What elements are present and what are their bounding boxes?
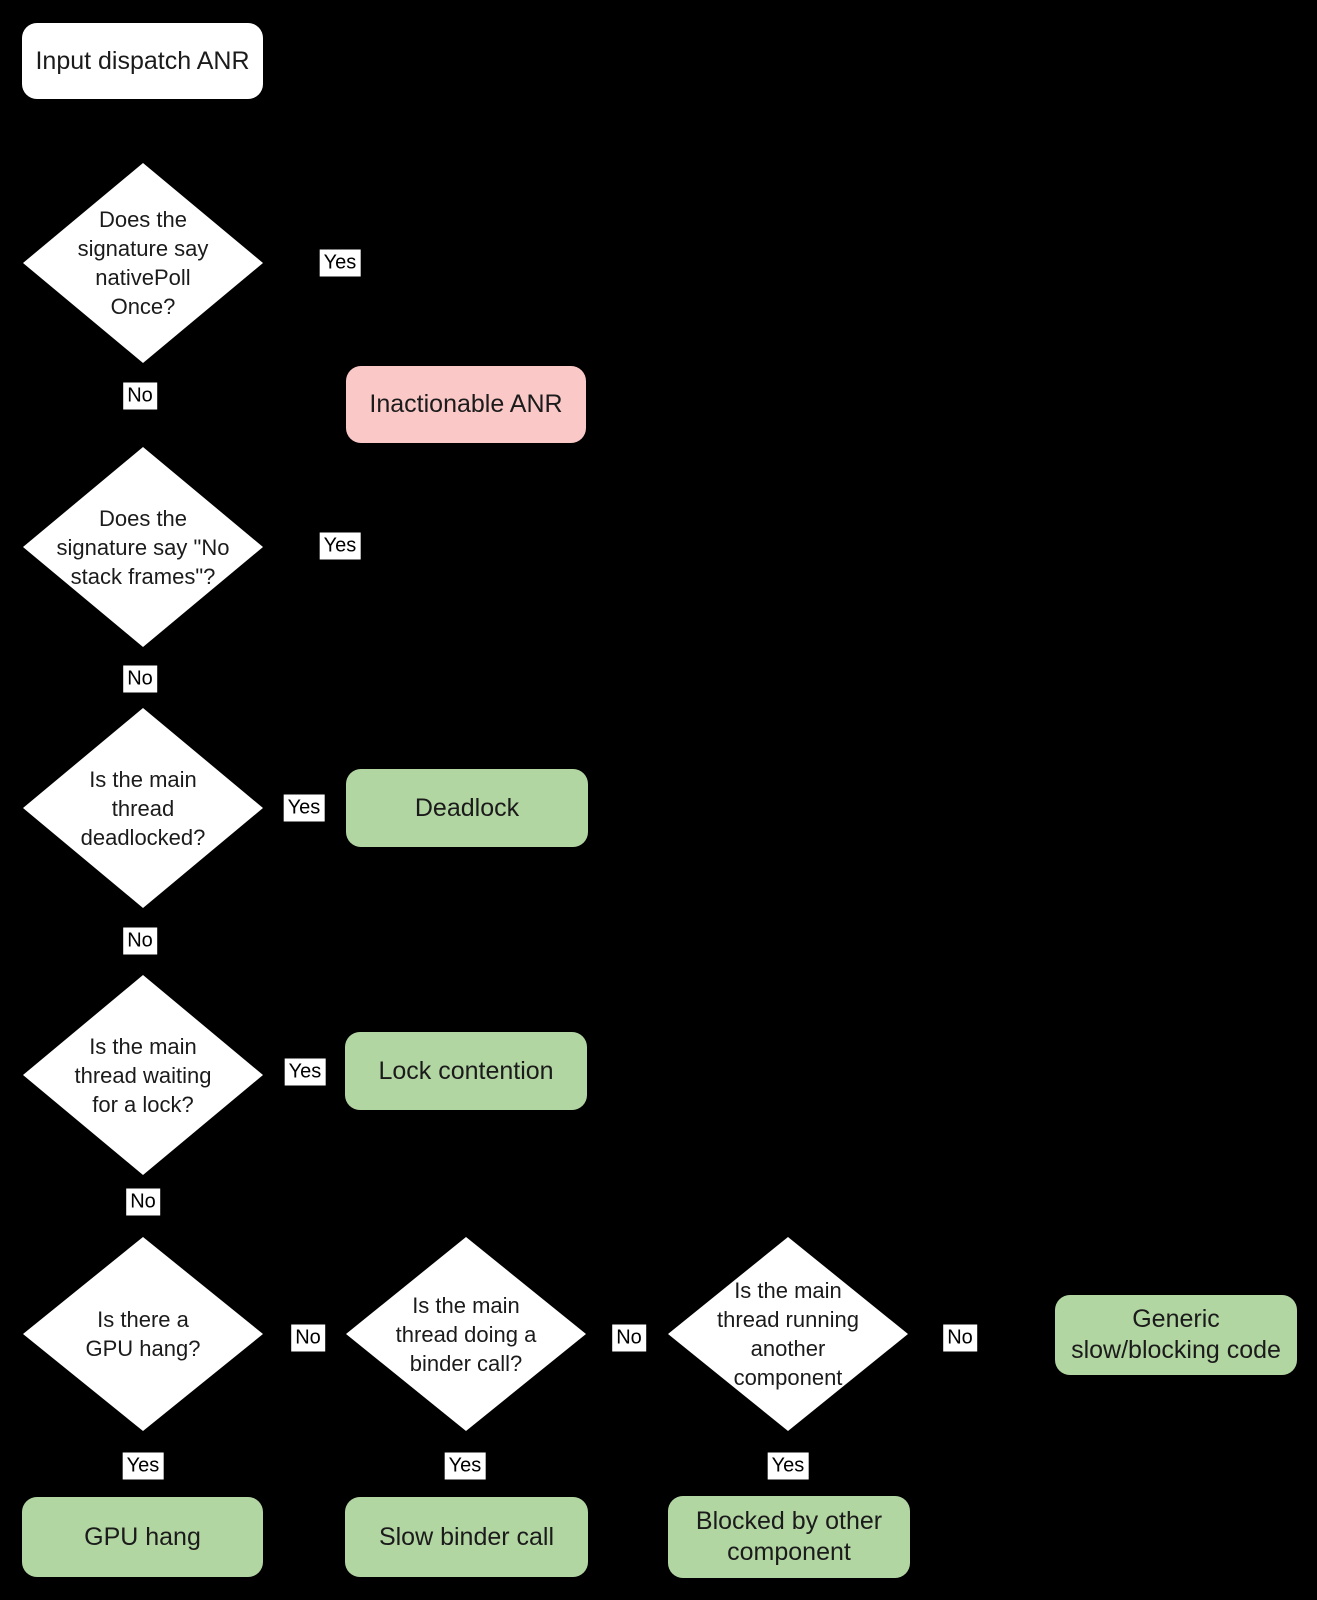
edge-label-d6-yes: Yes	[444, 1452, 486, 1480]
edge-label-d2-yes: Yes	[319, 532, 361, 560]
decision-signature-nativepollonce: Does the signature say nativePoll Once?	[23, 163, 263, 363]
outcome-label: Lock contention	[378, 1056, 554, 1085]
edge-label-d5-no: No	[291, 1324, 325, 1352]
edge-label-d7-yes: Yes	[767, 1452, 809, 1480]
outcome-lock-contention: Lock contention	[345, 1032, 587, 1110]
decision-gpu-hang: Is there a GPU hang?	[23, 1237, 263, 1431]
outcome-label: Slow binder call	[378, 1522, 555, 1551]
outcome-blocked-by-other-component: Blocked by other component	[668, 1496, 910, 1578]
edge-label-d1-no: No	[123, 382, 157, 410]
outcome-label: Inactionable ANR	[369, 390, 563, 418]
decision-label: Is the main thread doing a binder call?	[395, 1292, 537, 1376]
outcome-deadlock: Deadlock	[346, 769, 588, 847]
outcome-inactionable-anr: Inactionable ANR	[346, 366, 586, 443]
decision-main-thread-deadlocked: Is the main thread deadlocked?	[23, 708, 263, 908]
edge-label-d1-yes: Yes	[319, 249, 361, 277]
outcome-gpu-hang: GPU hang	[22, 1497, 263, 1577]
edge-label-d4-yes: Yes	[284, 1058, 326, 1086]
decision-label: Does the signature say "No stack frames"…	[56, 505, 230, 589]
start-node-input-dispatch-anr: Input dispatch ANR	[22, 23, 263, 99]
decision-binder-call: Is the main thread doing a binder call?	[346, 1237, 586, 1431]
decision-signature-no-stack-frames: Does the signature say "No stack frames"…	[23, 447, 263, 647]
decision-main-thread-waiting-for-lock: Is the main thread waiting for a lock?	[23, 975, 263, 1175]
outcome-generic-slow-blocking-code: Generic slow/blocking code	[1055, 1295, 1297, 1375]
edge-label-d3-no: No	[123, 927, 157, 955]
decision-label: Does the signature say nativePoll Once?	[77, 207, 209, 319]
outcome-label: GPU hang	[84, 1522, 201, 1551]
outcome-label: Blocked by other component	[695, 1507, 883, 1566]
outcome-slow-binder-call: Slow binder call	[345, 1497, 588, 1577]
decision-label: Is the main thread waiting for a lock?	[74, 1033, 212, 1117]
outcome-label: Deadlock	[414, 793, 520, 822]
edge-label-d5-yes: Yes	[122, 1452, 164, 1480]
decision-label: Is there a GPU hang?	[85, 1307, 201, 1361]
edge-label-d2-no: No	[123, 665, 157, 693]
decision-label: Is the main thread running another compo…	[717, 1278, 859, 1390]
start-node-label: Input dispatch ANR	[35, 46, 250, 75]
edge-label-d6-no: No	[612, 1324, 646, 1352]
edge-label-d4-no: No	[126, 1188, 160, 1216]
decision-label: Is the main thread deadlocked?	[80, 766, 206, 850]
decision-running-another-component: Is the main thread running another compo…	[668, 1237, 908, 1431]
outcome-label: Generic slow/blocking code	[1071, 1305, 1281, 1364]
edge-label-d7-no: No	[943, 1324, 977, 1352]
edge-label-d3-yes: Yes	[283, 794, 325, 822]
